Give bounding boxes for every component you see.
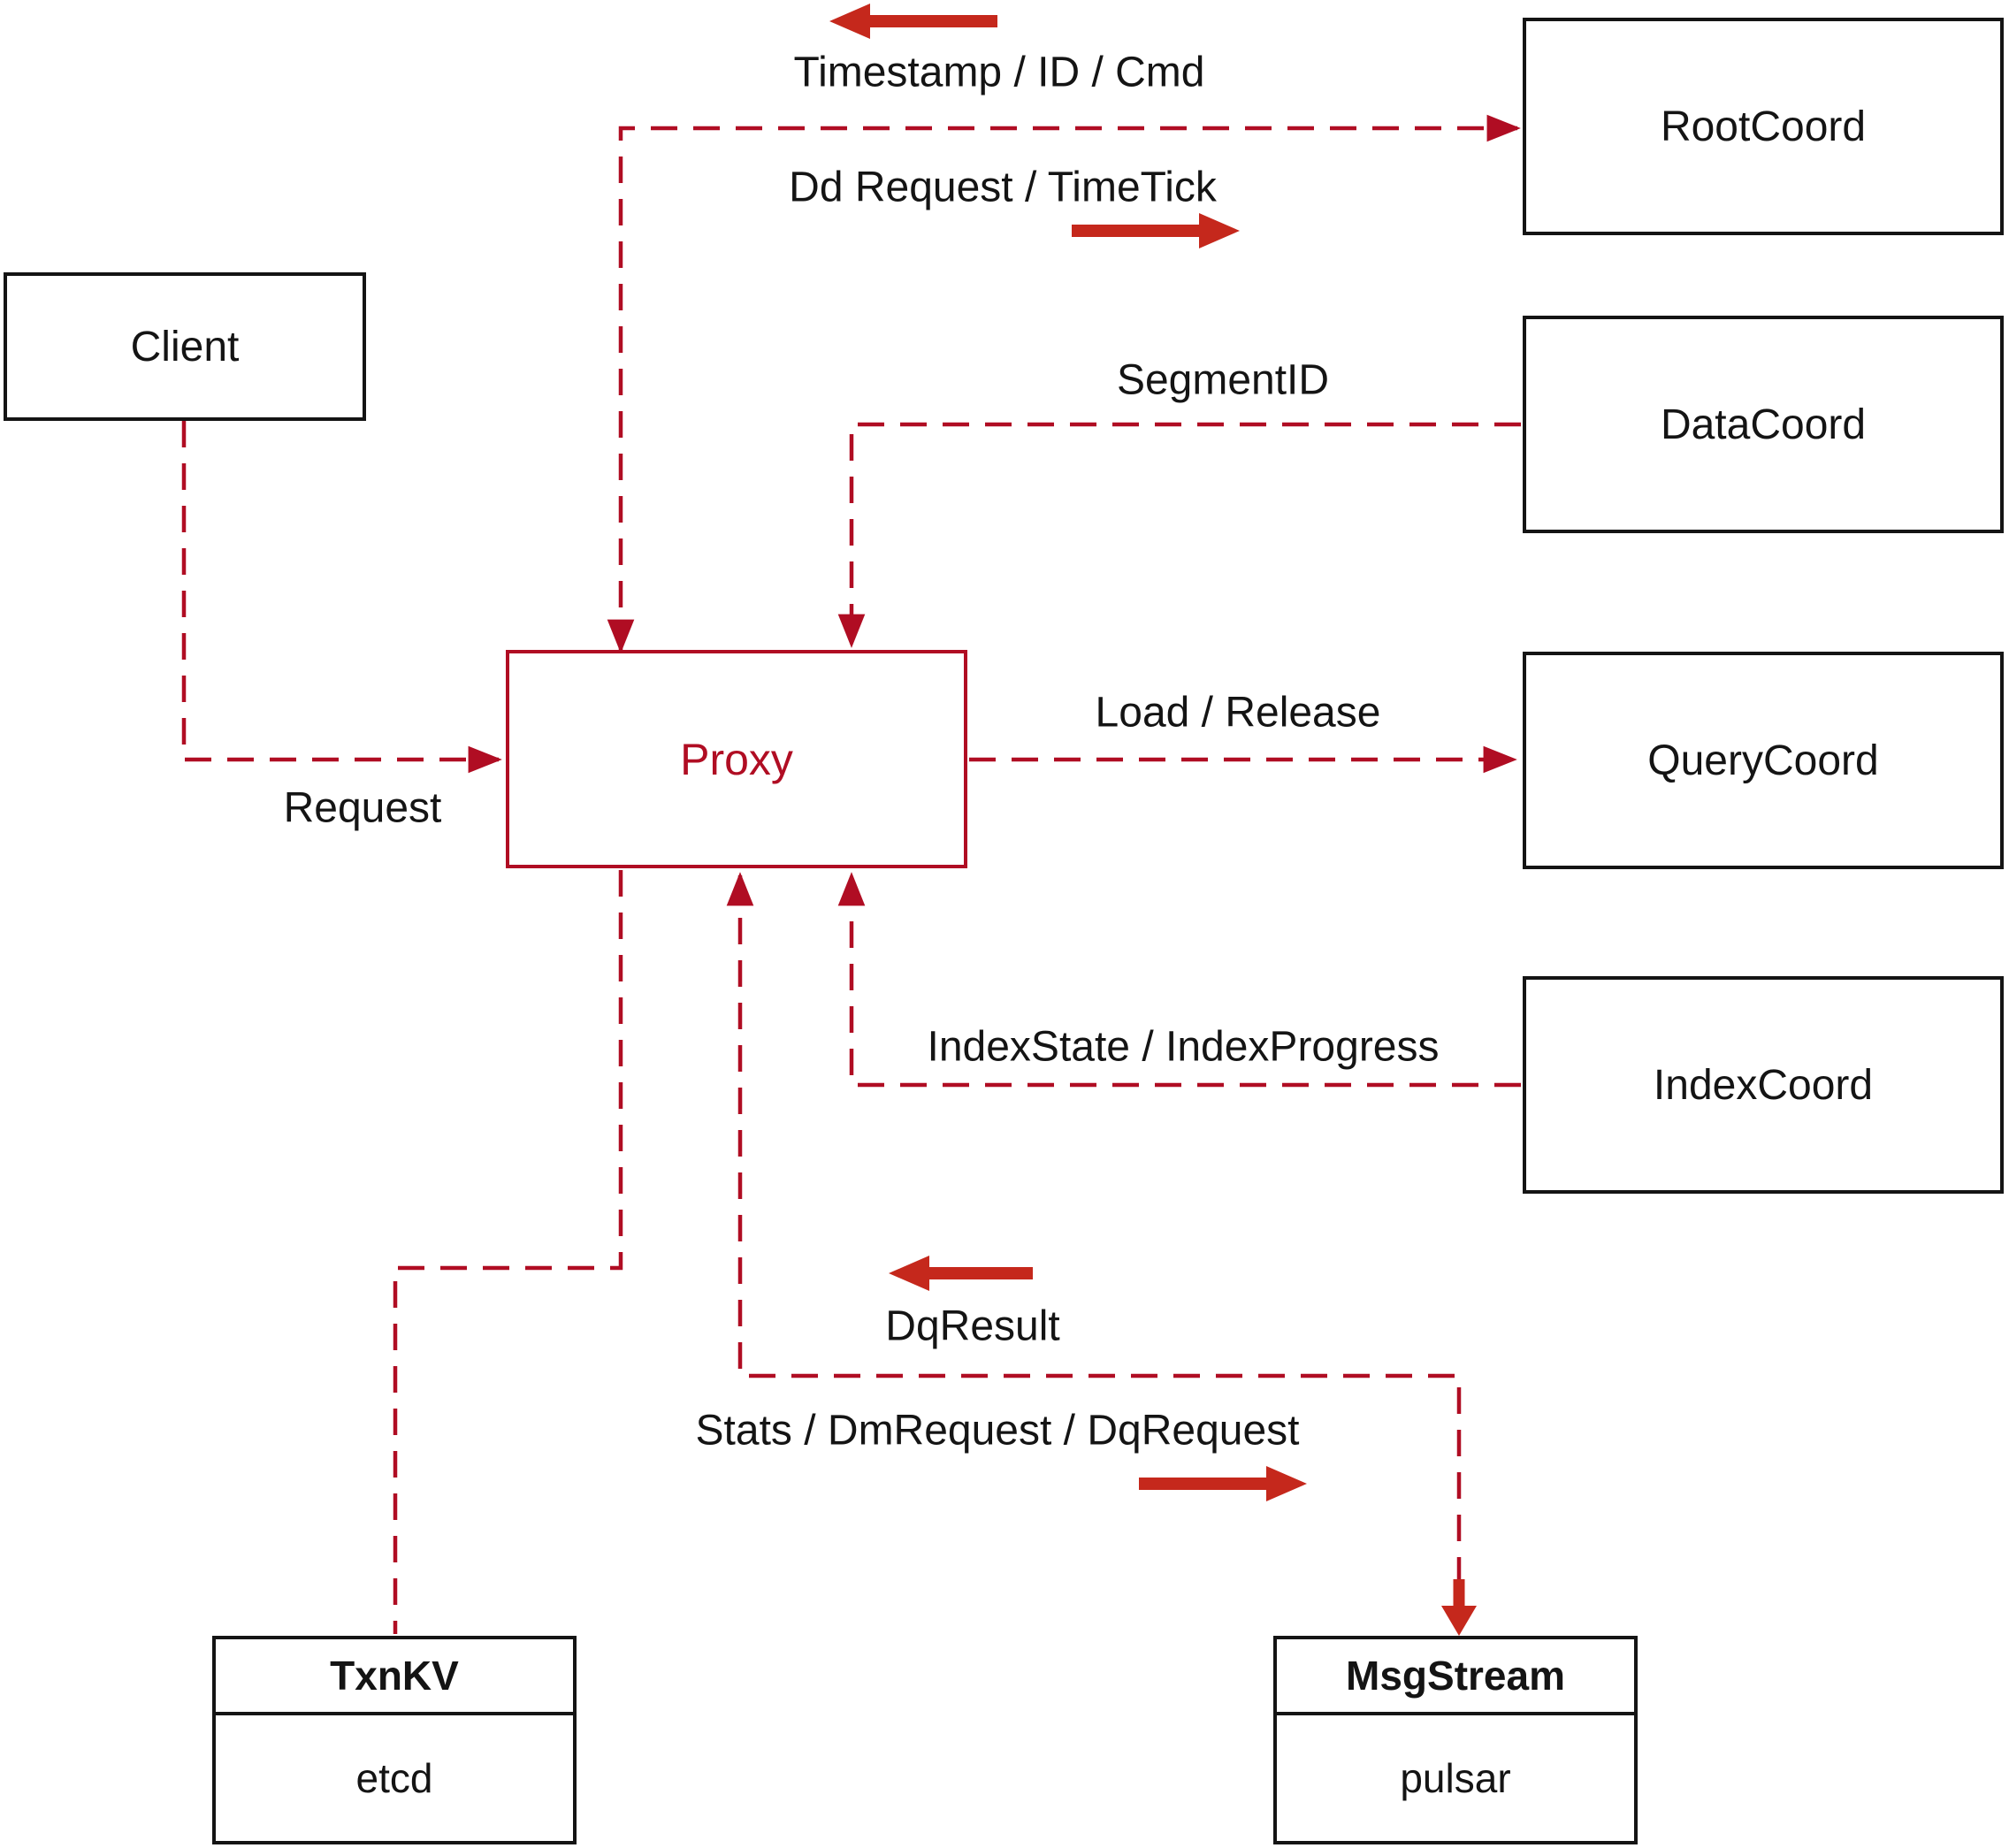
node-datacoord-label: DataCoord — [1660, 401, 1867, 448]
node-datacoord: DataCoord — [1523, 316, 2004, 533]
arrow-right-stats-icon — [1139, 1466, 1307, 1501]
node-querycoord-label: QueryCoord — [1647, 737, 1879, 784]
edge-label-stats-dmrequest-dqrequest: Stats / DmRequest / DqRequest — [695, 1407, 1300, 1455]
edge-label-segmentid: SegmentID — [1116, 356, 1330, 404]
node-txnkv: TxnKV etcd — [212, 1636, 577, 1844]
edge-label-indexstate-indexprogress: IndexState / IndexProgress — [927, 1023, 1440, 1071]
node-rootcoord: RootCoord — [1523, 18, 2004, 235]
edge-indexcoord-proxy — [837, 872, 1521, 1088]
edge-label-request: Request — [283, 784, 442, 832]
node-msgstream: MsgStream pulsar — [1273, 1636, 1638, 1844]
edge-label-dd-request-timetick: Dd Request / TimeTick — [789, 164, 1217, 211]
node-txnkv-title: TxnKV — [216, 1639, 573, 1715]
arrow-left-timestamp-icon — [829, 4, 997, 39]
edge-client-proxy — [181, 421, 502, 774]
edge-datacoord-proxy — [837, 422, 1521, 648]
edge-label-timestamp-id-cmd: Timestamp / ID / Cmd — [793, 49, 1205, 96]
node-proxy-label: Proxy — [680, 734, 793, 784]
node-indexcoord: IndexCoord — [1523, 976, 2004, 1194]
edge-proxy-msgstream — [726, 872, 1462, 1592]
node-proxy: Proxy — [506, 650, 967, 868]
node-indexcoord-label: IndexCoord — [1653, 1061, 1874, 1109]
arrow-left-dqresult-icon — [889, 1256, 1033, 1291]
arrow-right-ddrequest-icon — [1072, 213, 1240, 248]
node-msgstream-title: MsgStream — [1277, 1639, 1634, 1715]
node-rootcoord-label: RootCoord — [1660, 103, 1867, 150]
node-txnkv-subtitle: etcd — [355, 1755, 433, 1801]
edge-label-dqresult: DqResult — [885, 1302, 1060, 1350]
edge-label-load-release: Load / Release — [1095, 689, 1381, 737]
node-querycoord: QueryCoord — [1523, 652, 2004, 869]
edge-proxy-rootcoord — [607, 114, 1521, 653]
node-msgstream-subtitle: pulsar — [1400, 1755, 1511, 1801]
msgstream-entry-arrow-icon — [1441, 1579, 1477, 1636]
edge-proxy-txnkv — [393, 870, 623, 1634]
node-client: Client — [4, 272, 366, 421]
node-client-label: Client — [130, 323, 240, 370]
